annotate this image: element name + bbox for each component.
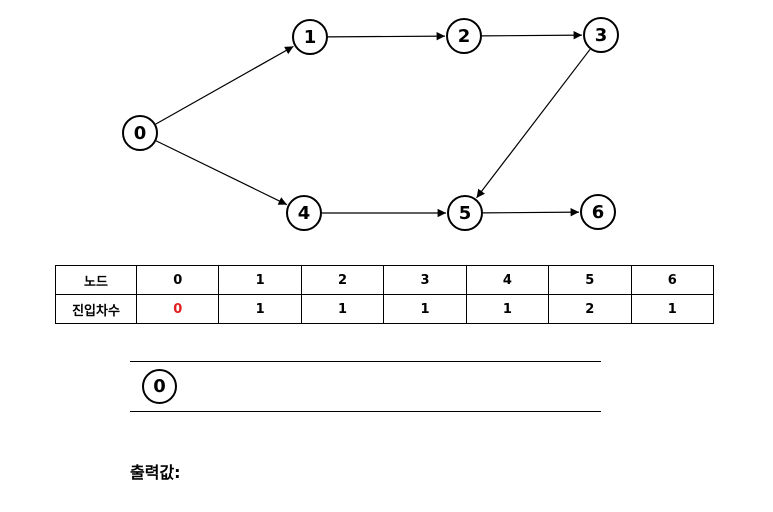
- queue-item-0: 0: [142, 369, 177, 404]
- node-label-1: 1: [304, 27, 317, 48]
- indegree-cell-6: 1: [630, 294, 715, 324]
- node-circle-2: [446, 18, 482, 54]
- node-row-header: 노드: [55, 265, 137, 295]
- nodes: 0 1 2 3 4 5 6: [122, 17, 619, 231]
- indegree-cell-3: 1: [383, 294, 467, 324]
- queue-bottom-line: [130, 411, 601, 412]
- node-circle-4: [286, 195, 322, 231]
- indegree-row-header: 진입차수: [55, 294, 137, 324]
- output-label: 출력값:: [130, 463, 181, 482]
- edge-0-4: [155, 140, 288, 206]
- node-4: 4: [286, 195, 322, 231]
- edge-2-3: [481, 31, 583, 40]
- edge-0-1: [155, 45, 294, 125]
- node-2: 2: [446, 18, 482, 54]
- node-label-6: 6: [592, 202, 605, 223]
- node-0: 0: [122, 115, 158, 151]
- node-label-3: 3: [595, 25, 608, 46]
- node-6: 6: [580, 194, 616, 230]
- indegree-cell-2: 1: [300, 294, 385, 324]
- node-cell-6: 6: [630, 265, 715, 295]
- indegree-table: 노드 0 1 2 3 4 5 6 진입차수 0 1 1 1 1 2 1: [55, 265, 715, 324]
- queue-top-line: [130, 361, 601, 362]
- node-circle-1: [292, 19, 328, 55]
- indegree-cell-4: 1: [465, 294, 550, 324]
- edge-5-6: [482, 208, 580, 217]
- node-circle-5: [447, 195, 483, 231]
- edges: [155, 31, 591, 218]
- node-label-2: 2: [458, 26, 471, 47]
- node-circle-0: [122, 115, 158, 151]
- node-cell-4: 4: [465, 265, 550, 295]
- node-row: 노드 0 1 2 3 4 5 6: [55, 265, 715, 295]
- node-cell-5: 5: [548, 265, 632, 295]
- node-3: 3: [583, 17, 619, 53]
- indegree-cell-0: 0: [135, 294, 220, 324]
- node-label-0: 0: [134, 123, 147, 144]
- node-cell-2: 2: [300, 265, 385, 295]
- dag-diagram: 0 1 2 3 4 5 6: [122, 17, 619, 231]
- node-5: 5: [447, 195, 483, 231]
- node-circle-6: [580, 194, 616, 230]
- node-circle-3: [583, 17, 619, 53]
- edge-1-2: [327, 31, 446, 41]
- indegree-cell-5: 2: [548, 294, 632, 324]
- indegree-cell-1: 1: [218, 294, 302, 324]
- node-label-5: 5: [459, 203, 472, 224]
- node-1: 1: [292, 19, 328, 55]
- node-cell-1: 1: [218, 265, 302, 295]
- edge-3-5: [476, 48, 591, 199]
- node-cell-0: 0: [135, 265, 220, 295]
- node-label-4: 4: [298, 203, 311, 224]
- node-cell-3: 3: [383, 265, 467, 295]
- indegree-row: 진입차수 0 1 1 1 1 2 1: [55, 294, 715, 324]
